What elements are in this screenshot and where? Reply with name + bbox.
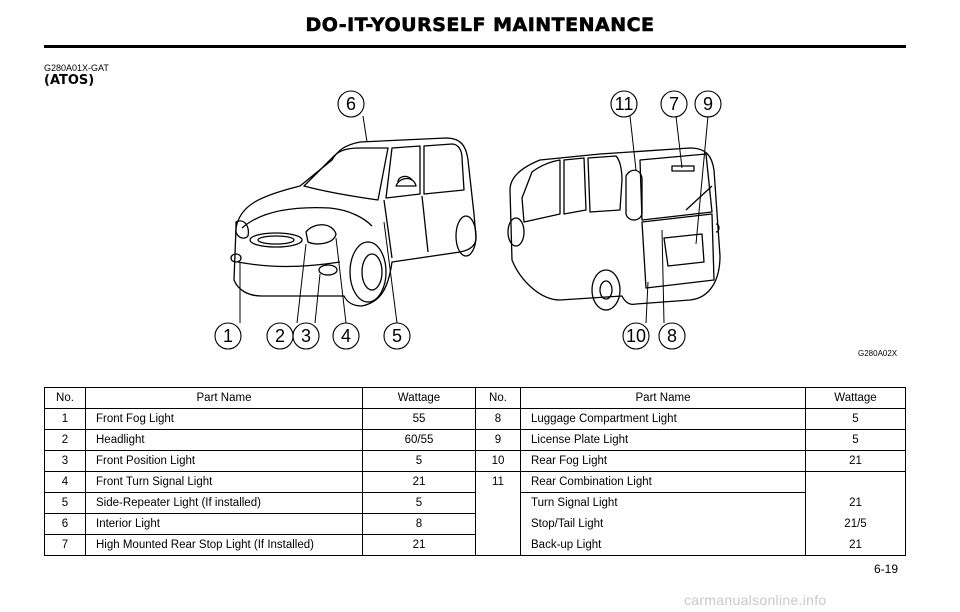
cell-part-name: Rear Fog Light [520, 450, 806, 472]
cell-part-name: Side-Repeater Light (If installed) [85, 492, 363, 514]
callout-leaders [239, 115, 709, 324]
cell-wattage: 21 [849, 538, 862, 551]
cell-wattage: 55 [362, 408, 476, 430]
header-part-name: Part Name [85, 387, 363, 409]
cell-part-name: Interior Light [85, 513, 363, 535]
cell-part-name: Back-up Light [520, 534, 806, 556]
table-row: 5 Side-Repeater Light (If installed) 5 T… [44, 492, 906, 514]
callout-7: 7 [668, 94, 679, 114]
cell-no: 8 [475, 408, 521, 430]
cell-no: 10 [475, 450, 521, 472]
cell-wattage: 21 [805, 450, 906, 472]
callout-11: 11 [614, 94, 634, 114]
cell-wattage: 8 [362, 513, 476, 535]
bulb-wattage-table: No. Part Name Wattage No. Part Name Watt… [44, 387, 906, 556]
callout-9: 9 [702, 94, 713, 114]
cell-no: 11 [475, 471, 521, 493]
cell-part-name: Stop/Tail Light [520, 513, 806, 535]
front-car-drawing [230, 137, 477, 307]
cell-wattage: 5 [805, 429, 906, 451]
cell-no: 4 [44, 471, 86, 493]
cell-wattage: 5 [362, 450, 476, 472]
cell-part-name: Front Turn Signal Light [85, 471, 363, 493]
rear-car-drawing [507, 147, 721, 311]
cell-wattage: 5 [362, 492, 476, 514]
cell-wattage: 21 [362, 471, 476, 493]
cell-no [475, 492, 521, 514]
callout-circles [214, 90, 722, 350]
callout-3: 3 [300, 326, 311, 346]
cell-no [475, 534, 521, 556]
vehicle-lights-illustration [214, 90, 722, 350]
cell-no: 7 [44, 534, 86, 556]
page-header-title: DO-IT-YOURSELF MAINTENANCE [305, 14, 655, 37]
cell-wattage: 21/5 [844, 518, 867, 530]
cell-wattage: 5 [805, 408, 906, 430]
table-row: 4 Front Turn Signal Light 21 11 Rear Com… [44, 471, 906, 493]
header-rule [44, 45, 906, 48]
watermark: carmanualsonline.info [684, 592, 827, 608]
cell-part-name: Turn Signal Light [520, 492, 806, 514]
cell-no: 2 [44, 429, 86, 451]
table-row: 6 Interior Light 8 Stop/Tail Light 21/5 [44, 513, 906, 535]
cell-no: 5 [44, 492, 86, 514]
callout-10: 10 [625, 326, 647, 346]
page-number: 6-19 [874, 562, 899, 576]
section-code: G280A01X-GAT [44, 63, 109, 73]
cell-wattage: 21 [849, 497, 862, 509]
callout-4: 4 [340, 326, 351, 346]
callout-1: 1 [222, 326, 233, 346]
cell-part-name: Luggage Compartment Light [520, 408, 806, 430]
cell-no: 1 [44, 408, 86, 430]
cell-part-name: Front Position Light [85, 450, 363, 472]
header-wattage: Wattage [362, 387, 476, 409]
table-row: 3 Front Position Light 5 10 Rear Fog Lig… [44, 450, 906, 472]
cell-part-name: Rear Combination Light [520, 471, 806, 493]
cell-no: 9 [475, 429, 521, 451]
cell-part-name: License Plate Light [520, 429, 806, 451]
cell-part-name: High Mounted Rear Stop Light (If Install… [85, 534, 363, 556]
table-row: 1 Front Fog Light 55 8 Luggage Compartme… [44, 408, 906, 430]
callout-5: 5 [391, 326, 402, 346]
cell-part-name: Headlight [85, 429, 363, 451]
table-row: 2 Headlight 60/55 9 License Plate Light … [44, 429, 906, 451]
model-heading: (ATOS) [44, 73, 95, 88]
cell-no: 6 [44, 513, 86, 535]
cell-wattage: 21 [362, 534, 476, 556]
table-row: 7 High Mounted Rear Stop Light (If Insta… [44, 534, 906, 556]
callout-8: 8 [666, 326, 677, 346]
table-header-row: No. Part Name Wattage No. Part Name Watt… [44, 387, 906, 409]
callout-2: 2 [274, 326, 285, 346]
cell-part-name: Front Fog Light [85, 408, 363, 430]
cell-no: 3 [44, 450, 86, 472]
cell-no [475, 513, 521, 535]
callout-6: 6 [345, 94, 356, 114]
cell-wattage [806, 472, 906, 493]
figure-code: G280A02X [858, 349, 898, 358]
header-no: No. [475, 387, 521, 409]
header-no: No. [44, 387, 86, 409]
header-part-name: Part Name [520, 387, 806, 409]
cell-wattage: 60/55 [362, 429, 476, 451]
header-wattage: Wattage [805, 387, 906, 409]
